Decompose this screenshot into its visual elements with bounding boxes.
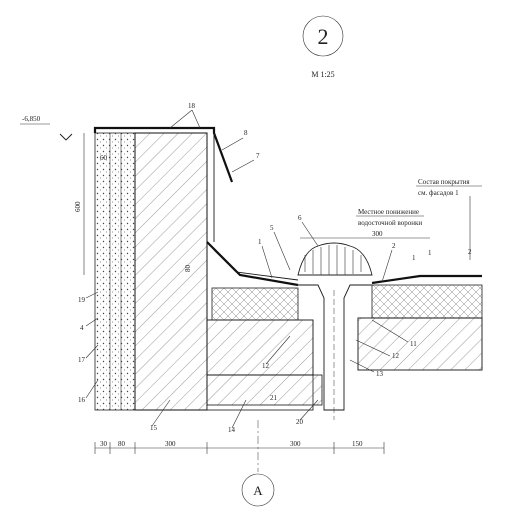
callout-11: 11 [410,340,417,348]
callout-13: 13 [376,370,384,378]
callout-15: 15 [150,424,158,432]
note-line-1: Состав покрытия [418,178,470,186]
callout-80: 80 [184,265,192,273]
axis-marker: А [241,420,275,507]
dim-80: 80 [118,440,126,448]
callout-12: 12 [392,352,400,360]
callout-1-a: 1 [258,238,262,246]
scale-label: М 1:25 [311,70,334,79]
callout-20: 20 [296,418,304,426]
slab-right [357,317,483,371]
roof-covering-right [371,274,482,285]
callout-21: 21 [270,394,278,402]
section-mark: 2 [302,15,344,57]
note-center-1: Местное понижение [358,208,419,216]
dim-300-b: 300 [290,440,301,448]
roof-covering-left [206,241,299,287]
note-center-2: водосточной воронки [358,219,422,227]
dim-600-value: 600 [74,201,82,212]
axis-marker-label: А [253,483,263,498]
callout-2-a: 2 [392,242,396,250]
callout-19: 19 [78,296,86,304]
elevation-mark: -6,850 [20,115,73,141]
callouts: 18 8 7 5 6 1 1 2 2 1 80 11 12 13 14 15 1… [78,102,472,434]
bottom-dimensions: 30 80 300 300 150 [94,440,385,454]
roof-drain [297,242,373,420]
note-line-2: см. фасадов 1 [418,189,459,197]
dim-300-a: 300 [165,440,176,448]
callout-6: 6 [298,214,302,222]
note-roof-composition: Состав покрытия см. фасадов 1 [416,178,482,260]
dim-600: 600 [74,133,85,275]
dim-30: 30 [100,440,108,448]
callout-16: 16 [78,396,86,404]
callout-14: 14 [228,426,236,434]
section-mark-number: 2 [318,24,329,49]
elevation-value: -6,850 [22,115,41,123]
callout-12-b: 12 [262,362,270,370]
callout-1-b: 1 [428,249,432,257]
note-local-depression: Местное понижение водосточной воронки 30… [300,208,430,239]
callout-5: 5 [270,224,274,232]
callout-60: 60 [100,154,108,162]
callout-17: 17 [78,356,86,364]
callout-8: 8 [244,129,248,137]
callout-2-b: 2 [468,248,472,256]
facade-layer [94,132,136,411]
parapet-cap [93,126,234,183]
parapet-wall [134,132,208,411]
callout-7: 7 [256,152,260,160]
callout-18: 18 [188,102,196,110]
slab-left [206,319,314,376]
dim-300-upper: 300 [372,230,383,238]
callout-4: 4 [80,324,84,332]
dim-150: 150 [352,440,363,448]
insulation-right [371,284,483,319]
callout-1-c: 1 [412,254,416,262]
insulation-left [211,287,299,321]
